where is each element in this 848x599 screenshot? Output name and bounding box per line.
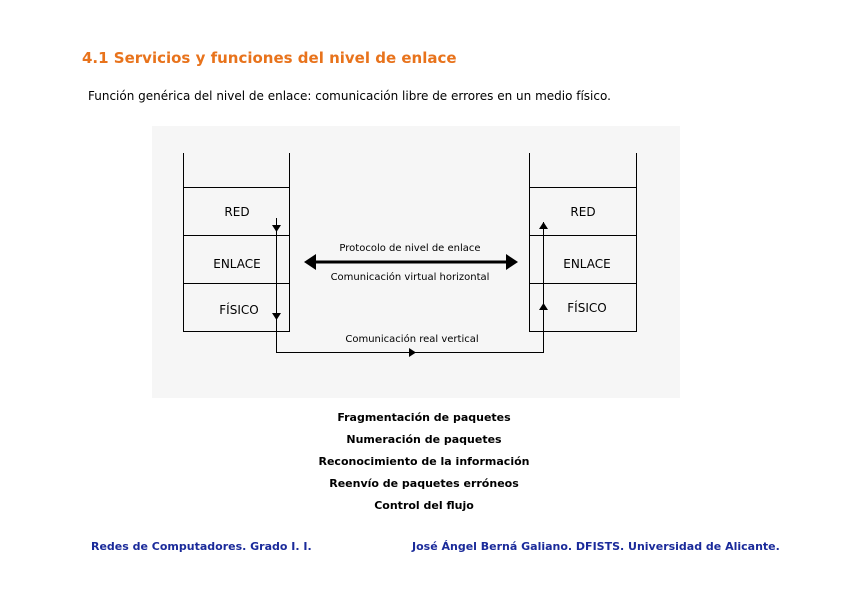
- right-layer-enlace: ENLACE: [563, 257, 610, 271]
- function-item: Reenvío de paquetes erróneos: [329, 477, 519, 490]
- slide-subtitle: Función genérica del nivel de enlace: co…: [88, 89, 611, 103]
- function-item: Reconocimiento de la información: [318, 455, 530, 468]
- left-layer-fisico: FÍSICO: [219, 302, 258, 317]
- real-path-arrowheads: [272, 222, 548, 357]
- left-layer-red: RED: [224, 205, 249, 219]
- function-item: Numeración de paquetes: [346, 433, 502, 446]
- protocol-label: Protocolo de nivel de enlace: [339, 243, 480, 254]
- left-layer-enlace: ENLACE: [213, 257, 260, 271]
- right-stack: [529, 153, 637, 332]
- slide-title: 4.1 Servicios y funciones del nivel de e…: [82, 49, 457, 67]
- link-layer-functions-list: Fragmentación de paquetes Numeración de …: [0, 409, 848, 519]
- real-communication-label: Comunicación real vertical: [345, 333, 478, 345]
- footer-author: José Ángel Berná Galiano. DFISTS. Univer…: [412, 540, 780, 553]
- right-layer-red: RED: [570, 205, 595, 219]
- function-item: Control del flujo: [374, 499, 474, 512]
- virtual-double-arrow: [304, 254, 518, 270]
- left-stack: [183, 153, 290, 332]
- virtual-communication-label: Comunicación virtual horizontal: [331, 271, 490, 283]
- footer-course: Redes de Computadores. Grado I. I.: [91, 540, 312, 553]
- real-communication-path: [276, 218, 544, 353]
- right-layer-fisico: FÍSICO: [567, 300, 606, 315]
- function-item: Fragmentación de paquetes: [337, 411, 511, 424]
